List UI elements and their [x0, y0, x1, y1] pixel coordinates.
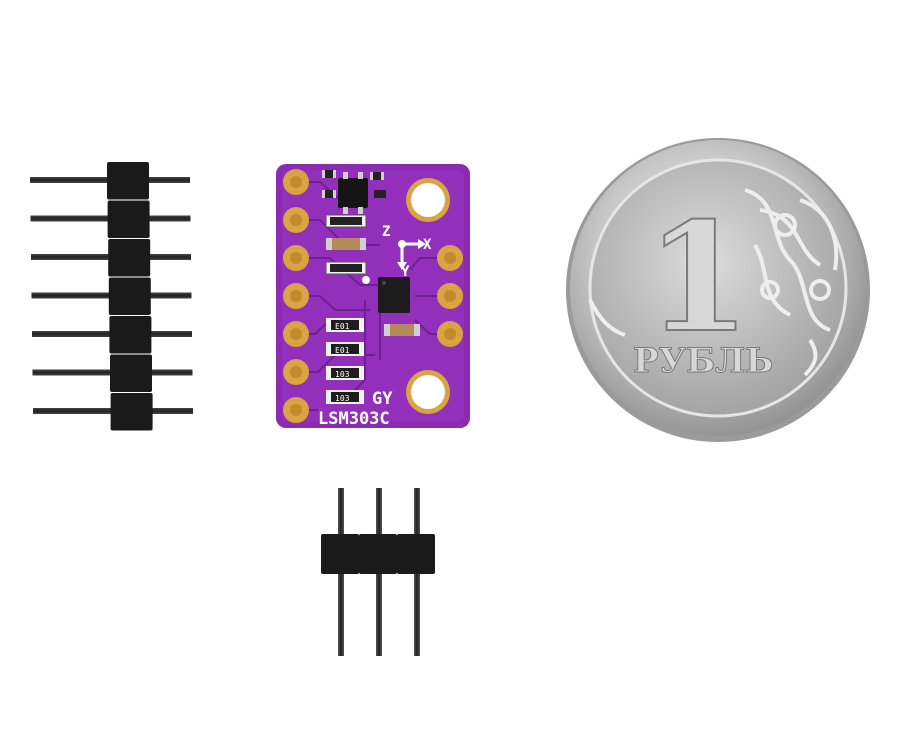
header-plastic-segment — [359, 534, 397, 574]
brand-label: GY — [372, 389, 393, 409]
axis-z-label: Z — [382, 224, 390, 240]
header-plastic-segment — [110, 393, 153, 431]
right-pad-column — [437, 245, 463, 347]
regulator-chip — [338, 178, 368, 208]
model-label: LSM303C — [318, 409, 390, 429]
resistor-code: E01 — [335, 346, 350, 355]
left-pin-header — [30, 162, 193, 431]
header-plastic-segment — [108, 277, 151, 315]
smd-components-top — [322, 170, 386, 275]
coin-denomination: 1 — [646, 190, 750, 366]
axis-indicator: Z X Y — [382, 224, 432, 280]
lsm303c-sensor-chip — [378, 277, 410, 313]
coin-face — [588, 158, 848, 418]
header-plastic-segment — [109, 316, 152, 354]
resistor-code: 103 — [335, 394, 350, 403]
bottom-pin-header — [321, 488, 435, 656]
coin-inscription: РУБЛЬ — [633, 341, 773, 381]
capacitor — [384, 324, 420, 336]
coin-ornament — [588, 188, 839, 377]
ruble-coin: 1 РУБЛЬ — [566, 138, 870, 442]
axis-y-label: Y — [401, 264, 410, 280]
resistor-code: 103 — [335, 370, 350, 379]
axis-x-label: X — [423, 237, 432, 253]
pcb-surface — [282, 170, 464, 422]
header-plastic-segment — [397, 534, 435, 574]
header-plastic-segment — [321, 534, 359, 574]
header-plastic-segment — [107, 162, 149, 200]
resistor-code: E01 — [335, 322, 350, 331]
header-plastic-segment — [108, 239, 151, 277]
header-plastic-segment — [107, 200, 150, 238]
left-pad-column — [283, 169, 309, 423]
header-plastic-segment — [110, 354, 152, 392]
